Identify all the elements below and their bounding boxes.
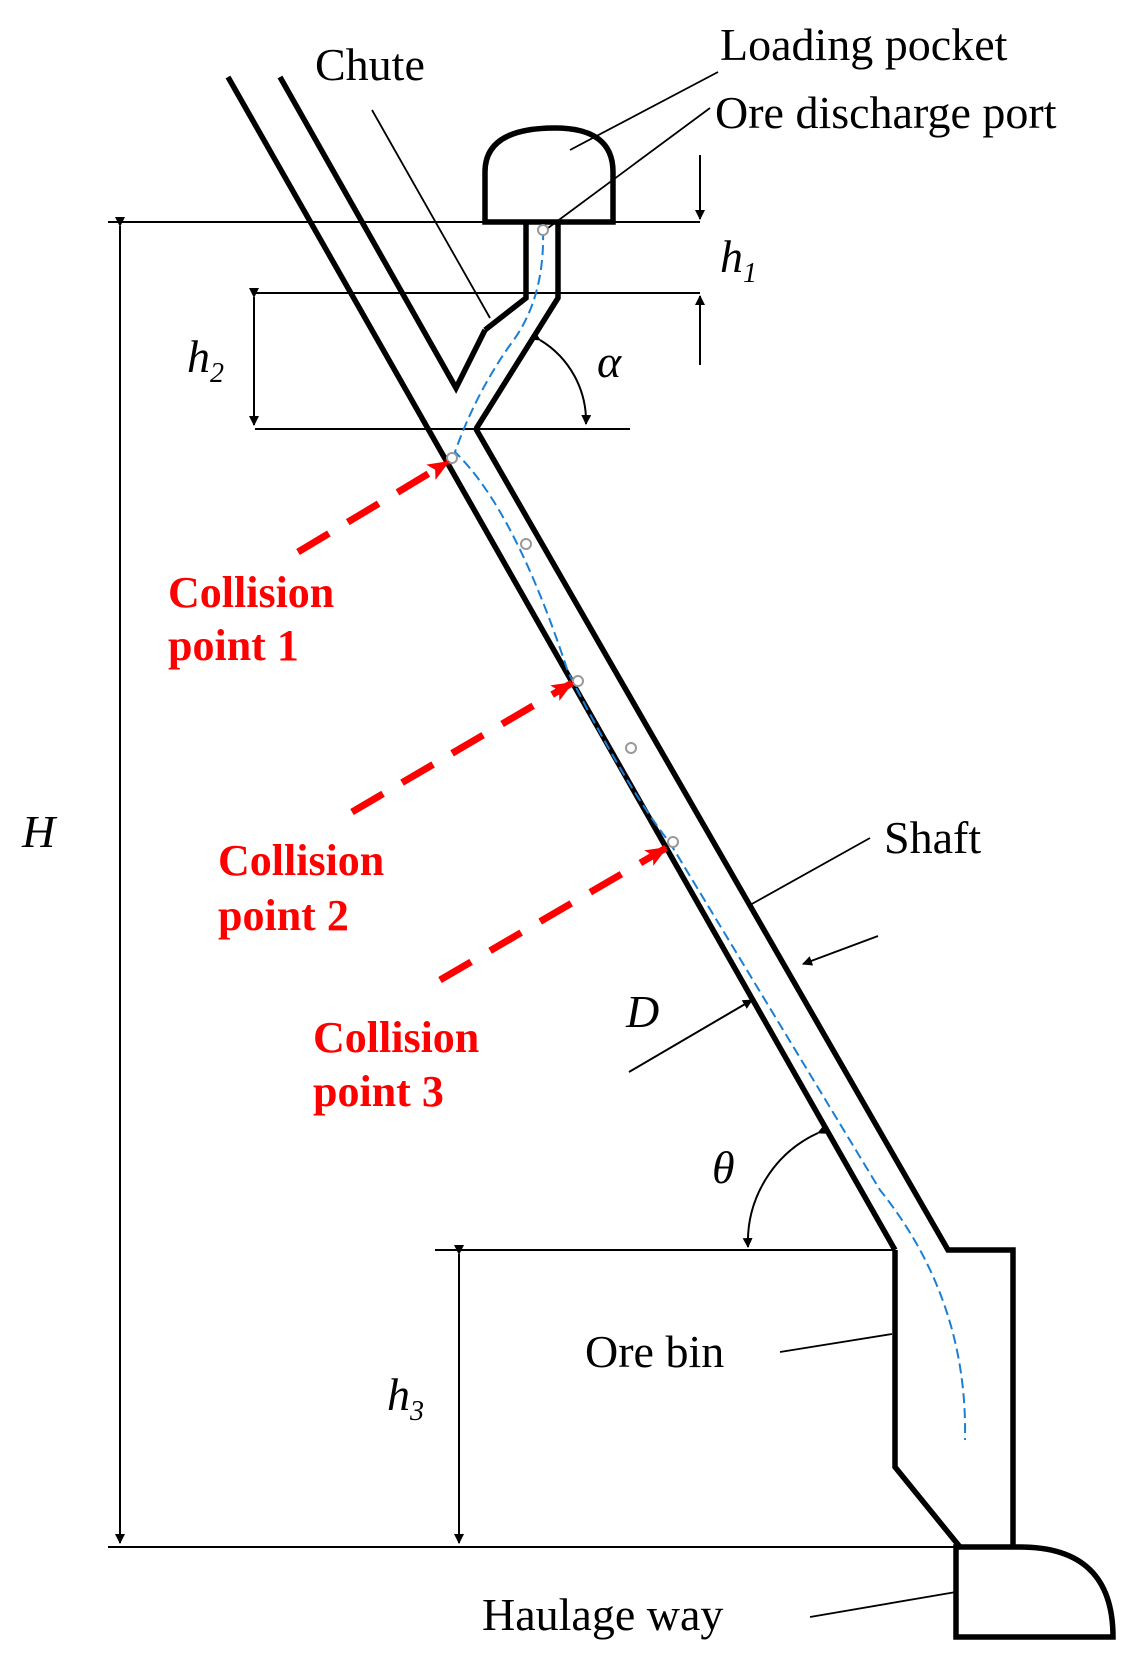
discharge-port-marker bbox=[537, 224, 549, 236]
ore-trajectory bbox=[453, 229, 967, 1441]
alpha-symbol: α bbox=[597, 336, 622, 387]
ore-bin-left-wall bbox=[892, 1250, 963, 1549]
D-symbol: D bbox=[625, 986, 659, 1037]
chute-label: Chute bbox=[315, 39, 425, 90]
shaft-left-wall bbox=[225, 75, 898, 1252]
theta-symbol: θ bbox=[712, 1142, 735, 1193]
collision-label-2-line1: Collision bbox=[218, 836, 384, 885]
collision-arrow-1 bbox=[296, 458, 450, 556]
ore-bin-label: Ore bin bbox=[585, 1326, 724, 1377]
collision-arrow-2 bbox=[350, 679, 574, 816]
collision-markers bbox=[446, 224, 679, 848]
trajectory-marker-a bbox=[520, 538, 532, 550]
collision-marker-1 bbox=[446, 452, 458, 464]
collision-label-3-line1: Collision bbox=[313, 1013, 479, 1062]
collision-marker-2 bbox=[572, 675, 584, 687]
collision-arrow-3 bbox=[438, 844, 668, 984]
collision-label-2-line2: point 2 bbox=[218, 891, 349, 940]
loading-pocket-label: Loading pocket bbox=[720, 19, 1008, 70]
dimension-lines bbox=[108, 155, 960, 1548]
collision-arrows bbox=[296, 458, 668, 984]
collision-marker-3 bbox=[667, 836, 679, 848]
collision-label-1-line2: point 1 bbox=[168, 621, 299, 670]
ore-discharge-port-label: Ore discharge port bbox=[715, 87, 1057, 138]
collision-label-3-line2: point 3 bbox=[313, 1067, 444, 1116]
shaft-right-wall bbox=[473, 427, 1016, 1547]
haulage-way-label: Haulage way bbox=[482, 1589, 723, 1640]
h2-symbol: h2 bbox=[187, 331, 224, 389]
haulage-way-shape bbox=[953, 1544, 1116, 1640]
discharge-neck-right-wall bbox=[473, 222, 561, 431]
discharge-neck-left-wall bbox=[483, 222, 529, 333]
trajectory-marker-b bbox=[625, 742, 637, 754]
loading-pocket-shape bbox=[482, 125, 616, 225]
chute-right-wall bbox=[277, 75, 488, 394]
structure bbox=[225, 75, 1116, 1640]
H-symbol: H bbox=[21, 806, 58, 857]
collision-label-1-line1: Collision bbox=[168, 568, 334, 617]
shaft-label: Shaft bbox=[884, 812, 981, 863]
h1-symbol: h1 bbox=[720, 231, 757, 289]
h3-symbol: h3 bbox=[387, 1369, 424, 1427]
